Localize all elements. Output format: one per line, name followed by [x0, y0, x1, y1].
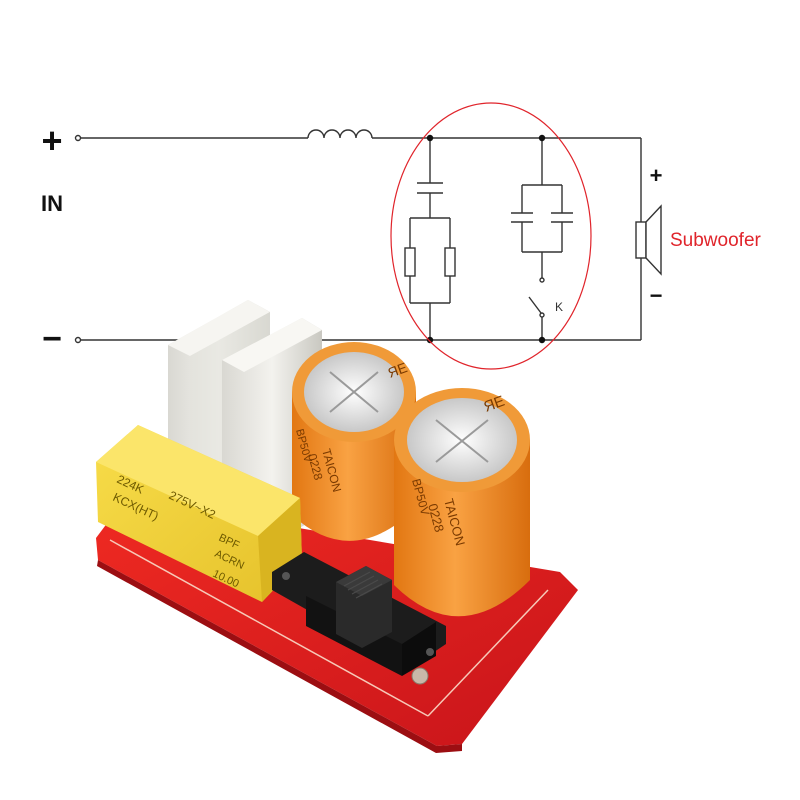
resistor-2	[444, 247, 456, 277]
junction-dots	[426, 134, 546, 344]
switch-blade	[528, 296, 542, 314]
electrolytic-text-front-2: 0228	[425, 502, 447, 534]
schematic	[74, 129, 662, 344]
highlight-ellipse	[390, 102, 592, 370]
electrolytic-top-mark-back: ЯЕ	[386, 359, 410, 381]
switch-contact-bottom	[539, 312, 545, 318]
input-positive-sign: +	[41, 120, 62, 161]
inductor-symbol	[307, 129, 373, 139]
x2-capacitor: 224K 275V~X2 KCX(HT) BPF ACRN 10.00	[96, 425, 302, 602]
switch-contact-top	[539, 277, 545, 283]
speaker-positive-sign: +	[650, 163, 663, 188]
resistor-1	[404, 247, 416, 277]
branch-capacitor-resistors	[404, 138, 456, 340]
slide-switch	[272, 552, 446, 676]
switch-label: K	[555, 300, 563, 314]
input-negative-sign: −	[42, 320, 62, 358]
speaker-icon	[635, 204, 662, 276]
electrolytic-capacitor-front: ЯЕ TAICON 0228 BP50V	[394, 388, 530, 617]
speaker-negative-sign: −	[650, 283, 663, 308]
pcb-board-photo: ЯЕ TAICON 0228 BP50V ЯЕ TAICON 0228 BP50…	[96, 300, 578, 753]
input-label: IN	[41, 191, 63, 216]
electrolytic-capacitor-back: ЯЕ TAICON 0228 BP50V	[292, 342, 416, 541]
branch-capacitors-switch	[511, 138, 573, 340]
speaker-label: Subwoofer	[670, 230, 762, 251]
electrolytic-text-back-2: 0228	[305, 452, 326, 482]
input-terminal-positive	[74, 134, 82, 142]
electrolytic-top-mark-front: ЯЕ	[482, 393, 507, 416]
input-terminal-negative	[74, 336, 82, 344]
